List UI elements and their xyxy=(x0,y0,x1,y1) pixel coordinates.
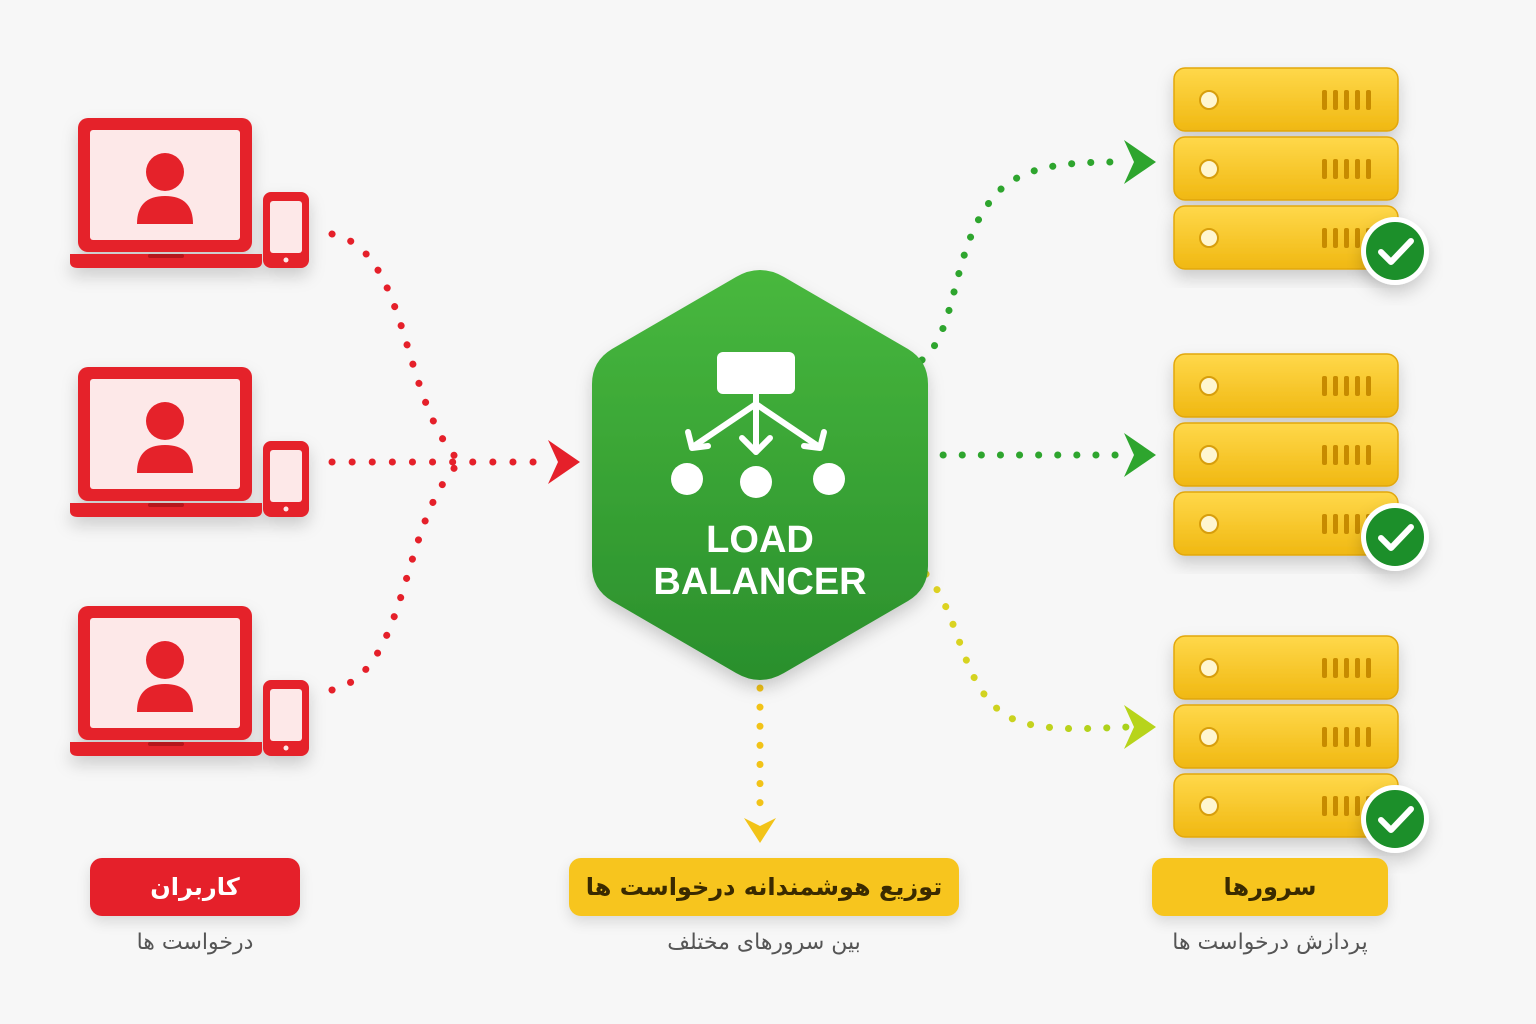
server-unit xyxy=(1173,136,1399,201)
request-arrow-head xyxy=(548,440,580,484)
server-unit xyxy=(1173,422,1399,487)
server-unit xyxy=(1173,704,1399,769)
clients-label: کاربران xyxy=(90,858,300,916)
network-tree-icon xyxy=(671,352,845,498)
server-unit xyxy=(1173,635,1399,700)
route-to-server-1 xyxy=(918,158,1132,364)
arrow-head-caption xyxy=(744,818,776,843)
servers-label: سرورها xyxy=(1152,858,1388,916)
distribution-subtitle: بین سرورهای مختلف xyxy=(667,930,861,955)
server-unit xyxy=(1173,353,1399,418)
laptop-phone-user-icon xyxy=(70,606,309,756)
servers-subtitle: پردازش درخواست ها xyxy=(1172,930,1368,955)
server-stack-icon xyxy=(1173,67,1429,285)
request-path-top xyxy=(328,230,464,466)
request-path-bottom xyxy=(328,458,464,694)
server-unit xyxy=(1173,67,1399,132)
servers-group xyxy=(1173,67,1429,853)
laptop-phone-user-icon xyxy=(70,118,309,268)
distribution-label: توزیع هوشمندانه درخواست ها xyxy=(569,858,959,916)
client-request-arrows xyxy=(328,230,549,694)
clients-subtitle: درخواست ها xyxy=(136,930,254,955)
server-unit xyxy=(1173,205,1399,270)
distribution-arrows xyxy=(756,158,1132,819)
route-to-server-3 xyxy=(922,570,1132,733)
arrow-head-server-3 xyxy=(1124,705,1156,749)
arrow-head-server-1 xyxy=(1124,140,1156,184)
check-badge-icon xyxy=(1361,785,1429,853)
check-badge-icon xyxy=(1361,503,1429,571)
server-stack-icon xyxy=(1173,635,1429,853)
arrow-head-server-2 xyxy=(1124,433,1156,477)
hub-title-line-1: LOAD xyxy=(706,519,814,561)
check-badge-icon xyxy=(1361,217,1429,285)
server-stack-icon xyxy=(1173,353,1429,571)
laptop-phone-user-icon xyxy=(70,367,309,517)
hub-title-line-2: BALANCER xyxy=(653,561,866,603)
clients-group xyxy=(70,118,309,756)
